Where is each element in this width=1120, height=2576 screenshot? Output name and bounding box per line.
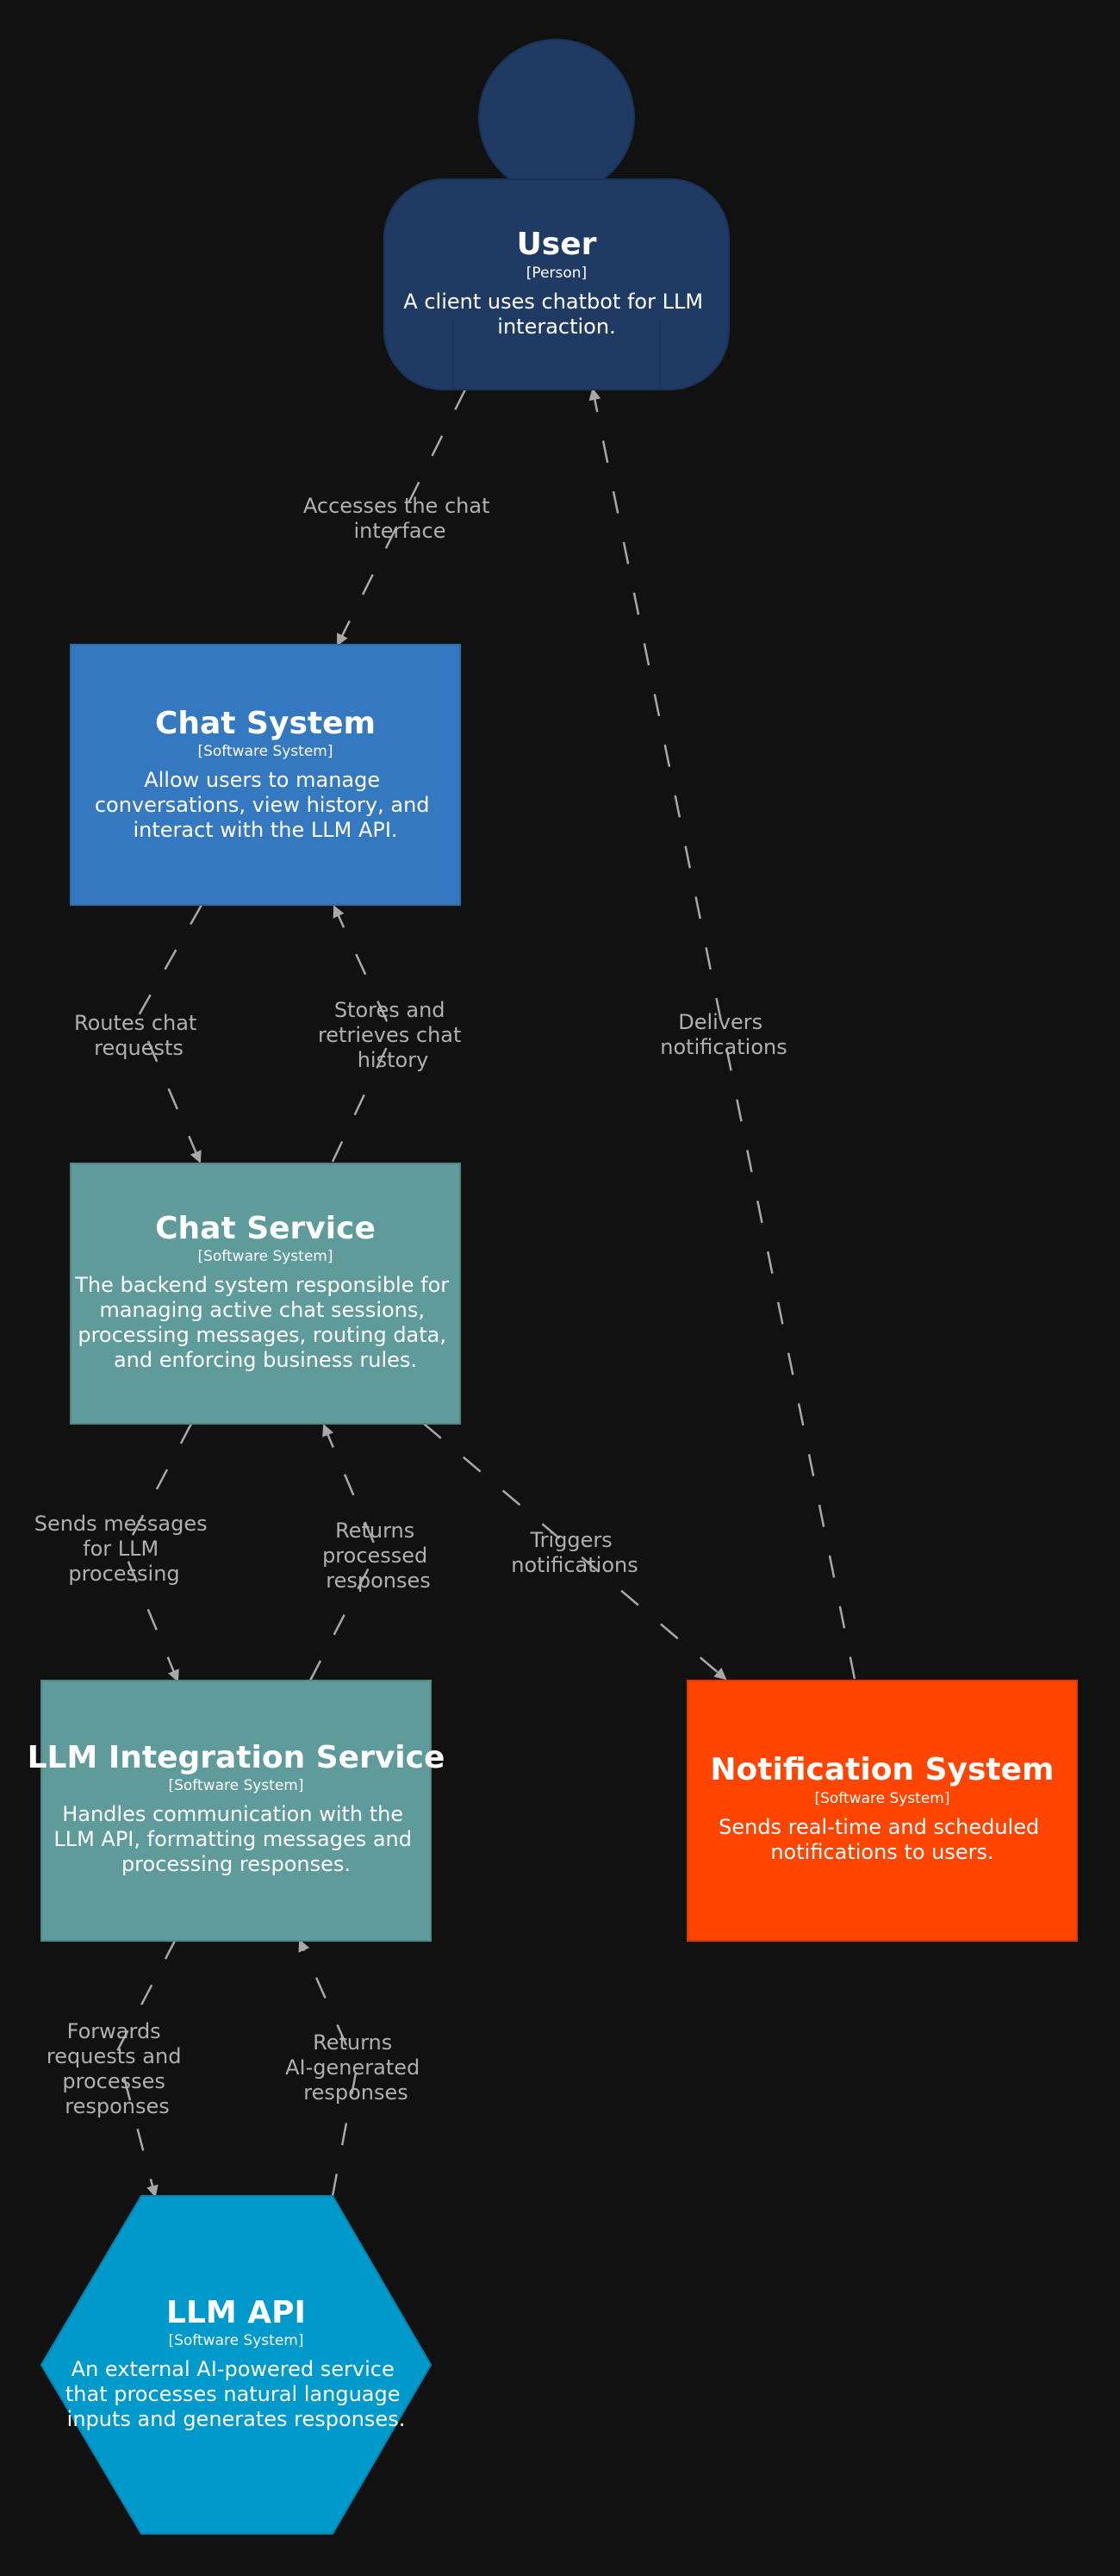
edge-line [588,388,856,1680]
node-box [70,644,461,906]
node-description: Allow users to manage conversations, vie… [95,768,436,842]
node-title: Notification System [710,1752,1054,1787]
node-llm-api[interactable]: LLM API [Software System] An external AI… [40,2195,432,2535]
edge-label: Sends messages for LLM processing [34,1512,215,1586]
node-chat-system[interactable]: Chat System [Software System] Allow user… [70,644,461,906]
node-type: [Software System] [197,743,333,760]
node-box [40,1680,432,1942]
node-type: [Software System] [168,1777,303,1794]
node-title: LLM Integration Service [28,1740,445,1775]
node-title: Chat Service [155,1211,376,1246]
node-description: Handles communication with the LLM API, … [53,1802,418,1876]
edge-chat-service-to-notification: Triggers notifications [423,1423,727,1681]
edge-line [115,1938,177,2198]
node-description: Sends real-time and scheduled notificati… [719,1815,1046,1864]
edge-label: Stores and retrieves chat history [318,998,468,1072]
edge-notification-to-user: Delivers notifications [588,388,856,1680]
edge-label: Returns AI-generated responses [285,2030,426,2105]
edge-label: Accesses the chat interface [303,494,496,543]
node-type: [Software System] [197,1248,333,1265]
node-type: [Software System] [168,2332,303,2349]
node-type: [Software System] [814,1790,949,1807]
node-llm-integration-service[interactable]: LLM Integration Service [Software System… [28,1680,445,1942]
edge-llm-integration-to-chat-service: Returns processed responses [308,1424,434,1681]
node-title: User [517,227,597,262]
person-body [383,178,730,390]
node-box [70,1163,461,1425]
node-description: The backend system responsible for manag… [74,1273,456,1372]
node-chat-service[interactable]: Chat Service [Software System] The backe… [70,1163,461,1425]
node-notification-system[interactable]: Notification System [Software System] Se… [687,1680,1078,1942]
edge-llm-integration-to-llm-api: Forwards requests and processes response… [47,1938,188,2198]
edge-label: Returns processed responses [322,1519,434,1593]
node-title: LLM API [166,2295,306,2330]
node-title: Chat System [155,706,376,741]
node-user[interactable]: User [Person] A client uses chatbot for … [383,39,730,390]
edge-label: Delivers notifications [660,1010,787,1059]
edge-chat-service-to-llm-integration: Sends messages for LLM processing [34,1423,215,1682]
edge-line [423,1423,727,1681]
edge-label: Forwards requests and processes response… [47,2019,188,2118]
node-description: An external AI-powered service that proc… [65,2357,407,2431]
edge-chat-service-to-chat-system: Stores and retrieves chat history [318,905,468,1163]
node-type: [Person] [526,265,587,282]
edge-user-to-chat-system: Accesses the chat interface [303,389,496,646]
node-description: A client uses chatbot for LLM interactio… [403,290,709,339]
person-head-icon [478,39,635,196]
edge-chat-system-to-chat-service: Routes chat requests [74,904,203,1163]
edge-llm-api-to-llm-integration: Returns AI-generated responses [285,1939,426,2197]
node-hexagon [40,2195,432,2535]
node-box [687,1680,1078,1942]
edge-line [298,1939,358,2197]
edge-label: Triggers notifications [511,1528,638,1577]
edge-label: Routes chat requests [74,1011,203,1060]
